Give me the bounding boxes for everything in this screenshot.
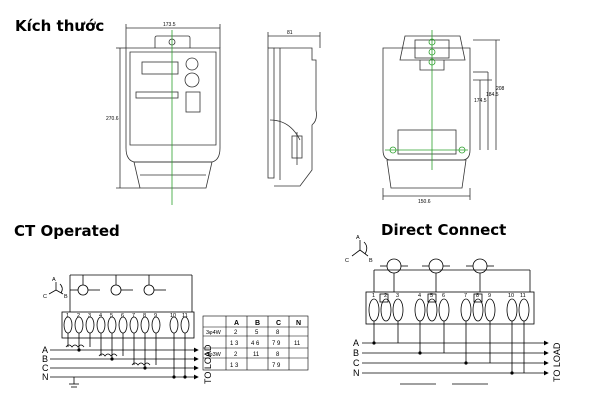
table-row1-sym: 3φ4W [206, 330, 222, 336]
ct-phase-n: N [42, 372, 49, 382]
table-header-c: C [276, 320, 281, 327]
ct-term-10: 10 [170, 313, 176, 319]
ct-term-8: 8 [143, 313, 146, 319]
direct-vector-b: B [369, 258, 373, 264]
table-row3-sym: 3φ3W [206, 352, 222, 358]
ct-term-3: 3 [88, 313, 91, 319]
ct-phase-vector-symbol [48, 282, 64, 295]
table-row4-a: 1 3 [230, 363, 239, 369]
direct-connect-heading: Direct Connect [381, 221, 507, 239]
ct-connection-table [202, 315, 309, 371]
ct-term-2: 2 [77, 313, 80, 319]
direct-term-1: 1 [372, 293, 375, 299]
rear-dim-b: 184.5 [486, 92, 499, 98]
direct-term-9: 9 [488, 293, 491, 299]
ct-term-7: 7 [132, 313, 135, 319]
table-row2-a: 1 3 [230, 341, 239, 347]
rear-mount-holes [385, 30, 468, 170]
ct-term-5: 5 [110, 313, 113, 319]
table-row2-n: 11 [294, 341, 301, 347]
direct-terminal-numbers: 1 2 3 4 5 6 7 8 9 10 11 [372, 293, 526, 299]
table-row3-a: 2 [234, 352, 238, 358]
ct-vector-c: C [43, 294, 47, 300]
table-header-b: B [255, 320, 260, 327]
ct-term-6: 6 [121, 313, 124, 319]
direct-term-2: 2 [384, 293, 387, 299]
ct-term-9: 9 [154, 313, 157, 319]
dimensions-heading: Kích thước [15, 17, 105, 35]
direct-term-3: 3 [396, 293, 399, 299]
rear-dim-a: 208 [496, 86, 505, 92]
ct-to-load: TO LOAD [203, 344, 213, 384]
table-header-n: N [296, 320, 301, 327]
ct-phase-a: A [42, 345, 48, 355]
direct-vector-a: A [356, 235, 360, 241]
ct-vector-a: A [52, 277, 56, 283]
table-row4-c: 7 9 [272, 363, 281, 369]
rear-view-drawing [382, 35, 500, 200]
ct-term-11: 11 [182, 313, 188, 319]
direct-term-5: 5 [430, 293, 433, 299]
direct-vector-c: C [345, 258, 349, 264]
direct-phase-a: A [353, 338, 359, 348]
direct-term-8: 8 [476, 293, 479, 299]
direct-to-load: TO LOAD [552, 342, 562, 382]
table-row1-a: 2 [234, 330, 238, 336]
direct-junction-dots [372, 341, 514, 375]
table-row2-b: 4 6 [251, 341, 260, 347]
ct-term-4: 4 [99, 313, 102, 319]
ct-vector-b: B [64, 294, 68, 300]
front-view-drawing [116, 24, 221, 189]
table-row1-b: 5 [255, 330, 259, 336]
ct-wiring [50, 274, 199, 388]
ct-junction-dots [77, 348, 187, 379]
direct-phase-n: N [353, 368, 360, 378]
ct-terminal-numbers: 1 2 3 4 5 6 7 8 9 10 11 [66, 313, 188, 319]
ct-phase-b: B [42, 354, 48, 364]
direct-term-11: 11 [520, 293, 526, 299]
front-width-dim: 173.5 [163, 22, 176, 28]
direct-term-4: 4 [418, 293, 421, 299]
ct-operated-heading: CT Operated [14, 222, 120, 240]
side-view-drawing [267, 32, 321, 187]
side-depth-dim: 81 [287, 30, 293, 36]
table-row3-b: 11 [253, 352, 260, 358]
table-row3-c: 8 [276, 352, 280, 358]
direct-phase-vector-symbol [351, 240, 369, 257]
rear-width-dim: 150.6 [418, 199, 431, 205]
rear-dim-c: 174.5 [474, 98, 487, 104]
ct-term-1: 1 [66, 313, 69, 319]
direct-phase-b: B [353, 348, 359, 358]
direct-term-10: 10 [508, 293, 514, 299]
ct-phase-c: C [42, 363, 49, 373]
table-header-a: A [234, 320, 239, 327]
front-height-dim: 270.6 [106, 116, 119, 122]
direct-wiring [362, 258, 549, 385]
direct-term-7: 7 [464, 293, 467, 299]
direct-term-6: 6 [442, 293, 445, 299]
table-row1-c: 8 [276, 330, 280, 336]
direct-phase-c: C [353, 358, 360, 368]
table-row2-c: 7 9 [272, 341, 281, 347]
